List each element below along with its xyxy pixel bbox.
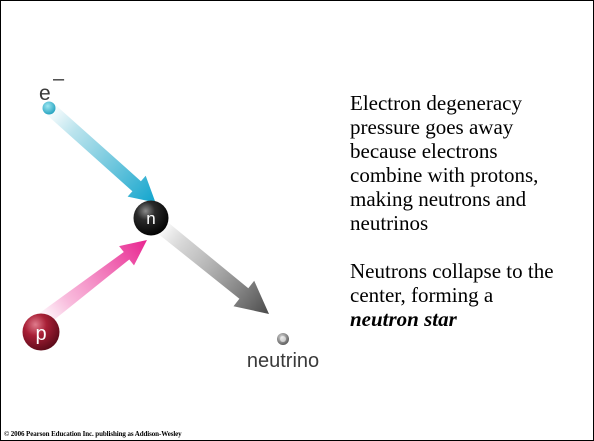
degeneracy-paragraph: Electron degeneracy pressure goes away b…	[350, 91, 590, 235]
neutron-arrow	[154, 220, 269, 314]
copyright-notice: © 2006 Pearson Education Inc. publishing…	[4, 430, 182, 438]
electron-label: e	[39, 82, 51, 105]
neutrino-label: neutrino	[247, 350, 319, 372]
electron-arrow	[44, 103, 156, 203]
paragraph1-line: pressure goes away	[350, 115, 514, 139]
proton-label: p	[35, 323, 46, 345]
paragraph1-line: because electrons	[350, 139, 498, 163]
paragraph1-line: neutrinos	[350, 211, 429, 235]
collapse-paragraph: Neutrons collapse to the center, forming…	[350, 259, 590, 331]
neutron-label: n	[146, 209, 155, 228]
explanation-text: Electron degeneracy pressure goes away b…	[350, 91, 590, 331]
paragraph2-line: center, forming a	[350, 283, 494, 307]
electron-charge-label: –	[53, 68, 65, 90]
proton-arrow	[36, 240, 148, 327]
paragraph1-line: combine with protons,	[350, 163, 539, 187]
electron-capture-diagram: e – n p neutrino	[22, 68, 319, 372]
neutron-star-emphasis: neutron star	[350, 307, 457, 331]
proton-particle	[22, 313, 60, 351]
paragraph2-line: Neutrons collapse to the	[350, 259, 554, 283]
neutron-particle	[133, 200, 169, 236]
paragraph1-line: Electron degeneracy	[350, 91, 522, 115]
electron-particle	[42, 101, 56, 115]
paragraph1-line: making neutrons and	[350, 187, 527, 211]
